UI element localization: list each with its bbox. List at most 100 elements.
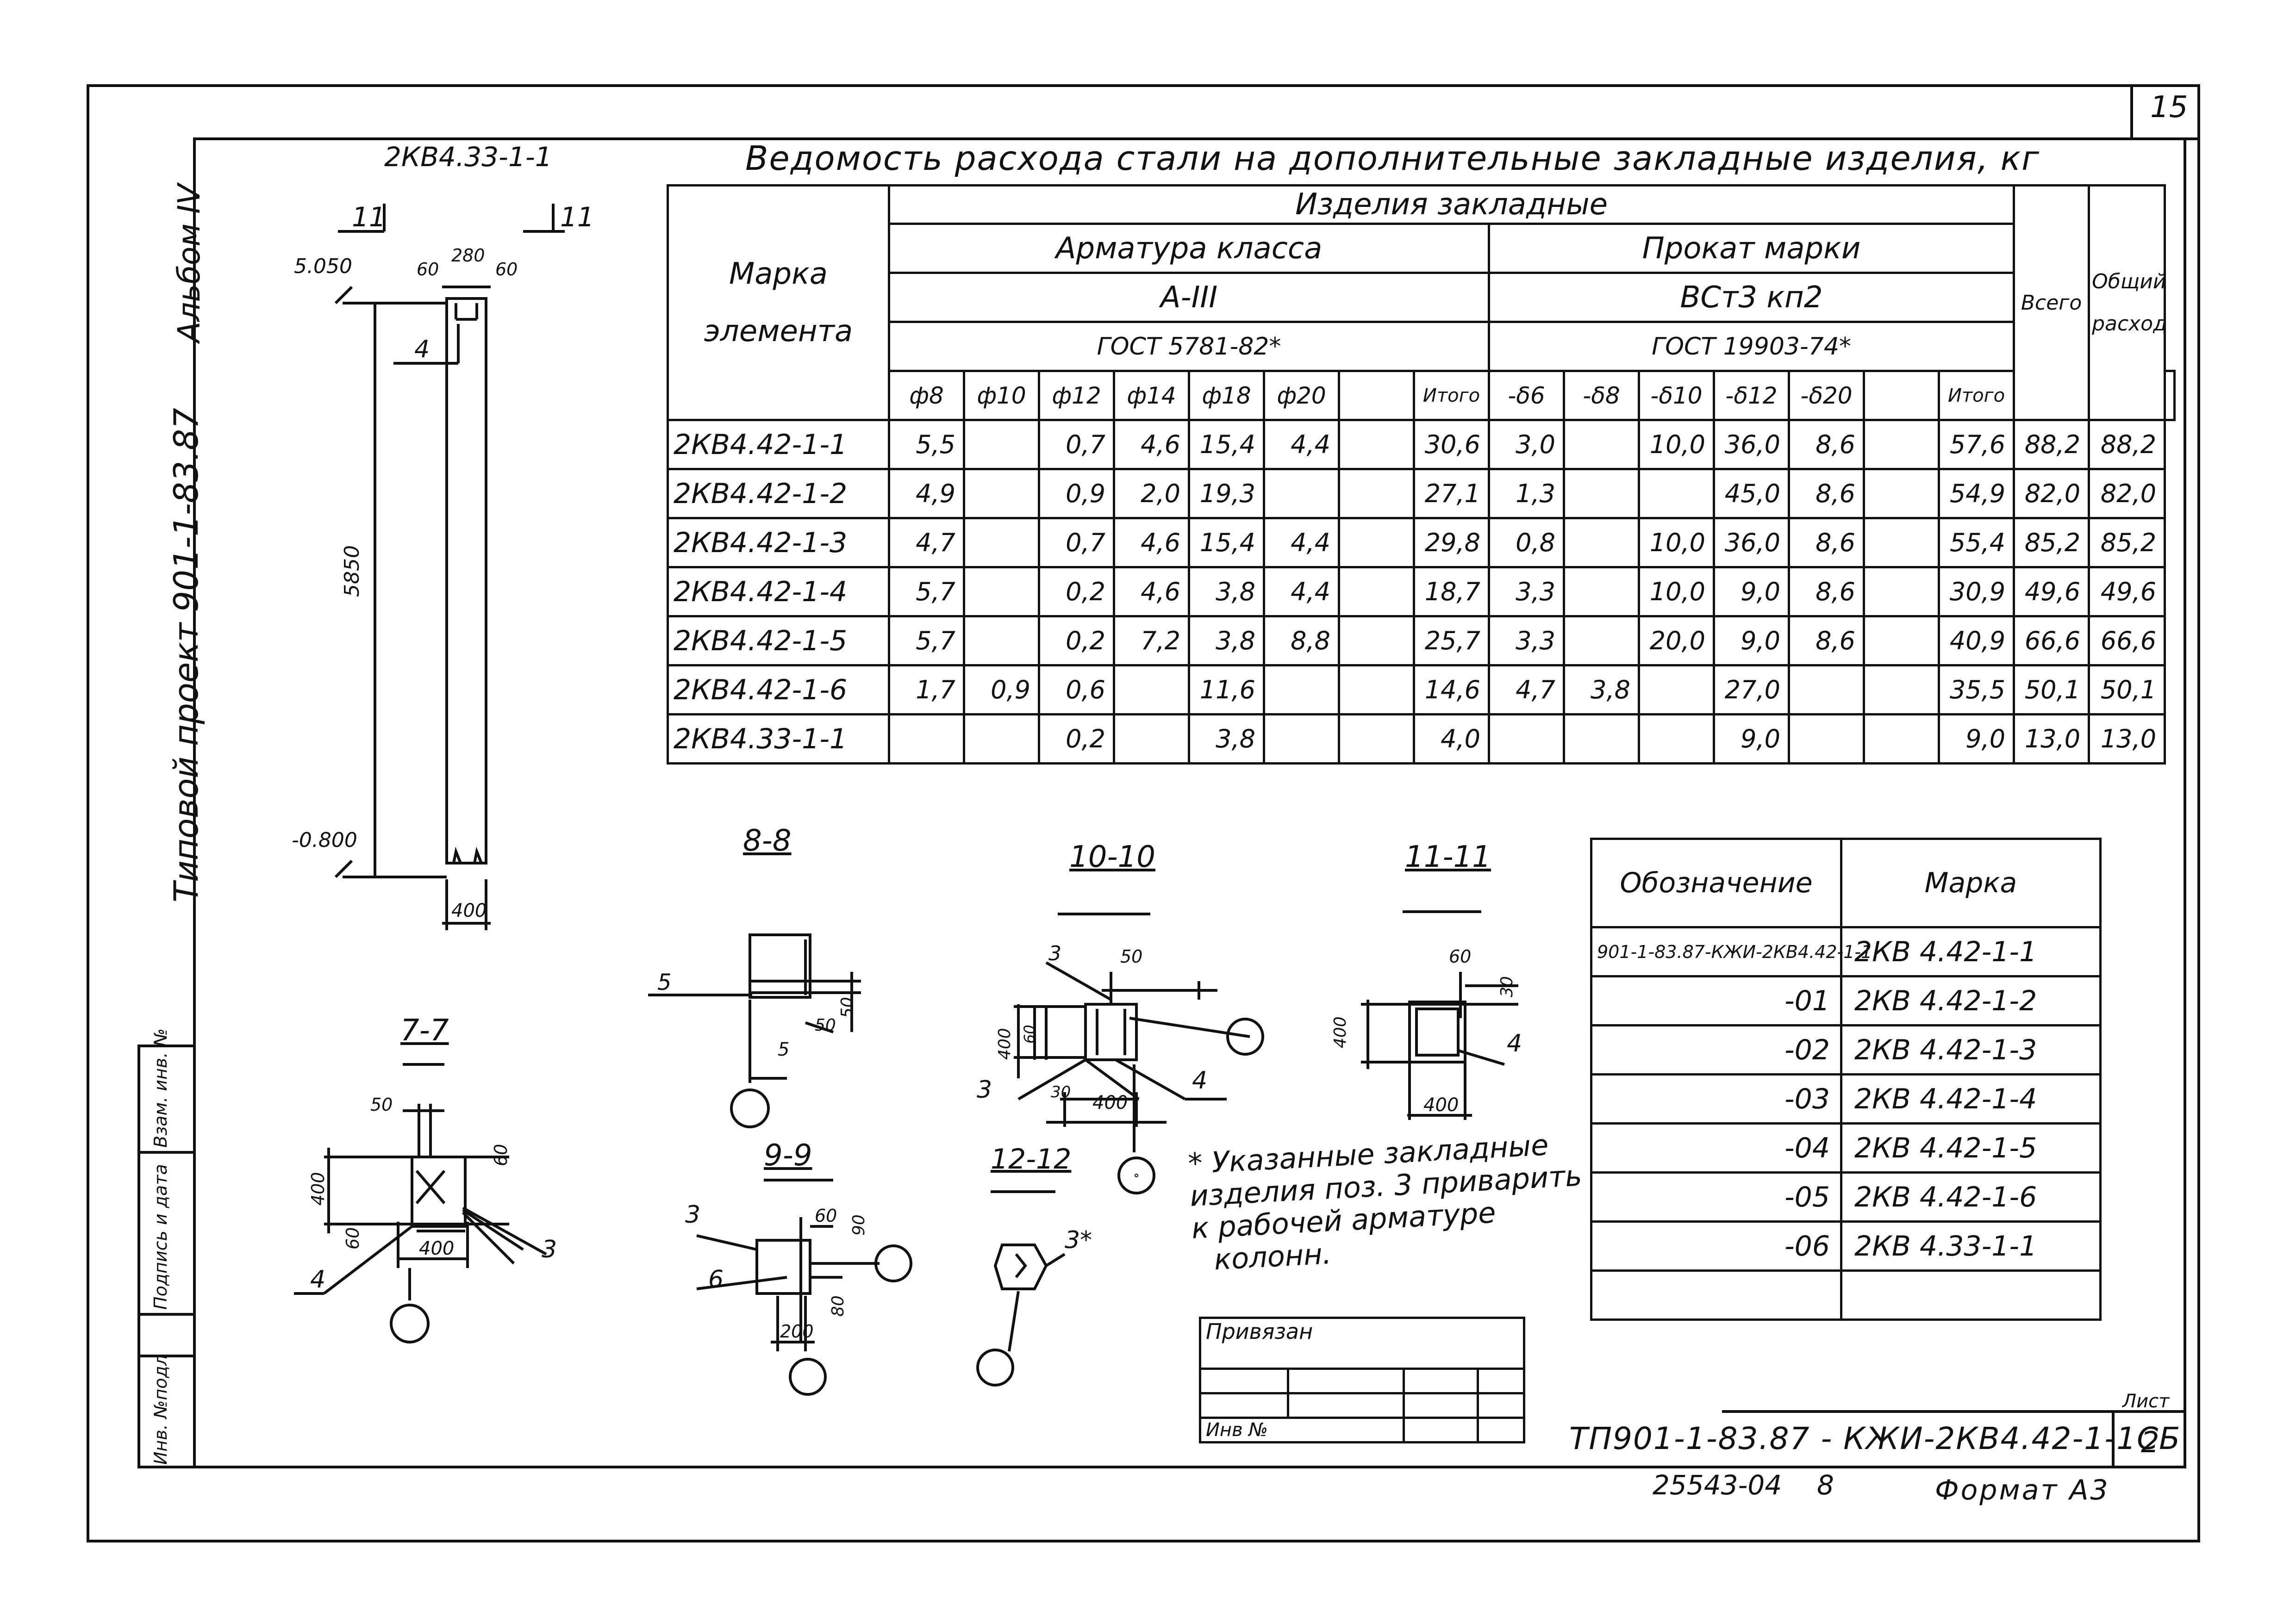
section-10-10-pos-3-bottom: 3 xyxy=(977,1076,992,1104)
sheet-title: Ведомость расхода стали на дополнительны… xyxy=(745,139,2040,178)
row-cell: 4,4 xyxy=(1263,566,1340,617)
marks-row-mark: 2КВ 4.42-1-5 xyxy=(1840,1122,2102,1174)
section-10-10-dim-60: 60 xyxy=(1021,1025,1038,1044)
elevation-pos-label: 4 xyxy=(414,336,430,363)
row-cell xyxy=(1863,713,1940,765)
section-10-10-dim-50: 50 xyxy=(1120,946,1143,967)
row-mark: 2КВ4.42-1-3 xyxy=(667,517,890,568)
marks-row-code: -06 xyxy=(1590,1220,1842,1272)
col-total-blank xyxy=(2164,370,2176,421)
binding-cell xyxy=(1403,1392,1479,1419)
row-cell xyxy=(1788,713,1865,765)
row-cell: 49,6 xyxy=(2013,566,2090,617)
header-grand-total: Общий расход xyxy=(2088,184,2167,421)
row-cell xyxy=(1338,615,1415,666)
archive-suffix: 8 xyxy=(1817,1469,1834,1501)
row-cell xyxy=(963,419,1040,470)
row-cell xyxy=(1338,517,1415,568)
row-cell: 30,9 xyxy=(1937,566,2015,617)
marks-row-mark: 2КВ 4.33-1-1 xyxy=(1840,1220,2102,1272)
section-9-9-dim-60: 60 xyxy=(815,1206,837,1226)
steel-consumption-table: Марка элемента Изделия закладные Всего О… xyxy=(667,184,2176,765)
col-empty-2 xyxy=(1863,370,1940,421)
row-mark: 2КВ4.42-1-2 xyxy=(667,468,890,519)
binding-cell xyxy=(1403,1417,1479,1443)
inv-label: Инв № xyxy=(1199,1417,1405,1443)
row-cell: 8,6 xyxy=(1788,517,1865,568)
page-number: 15 xyxy=(2150,90,2188,124)
binding-cell xyxy=(1476,1368,1526,1394)
row-cell: 11,6 xyxy=(1188,664,1265,715)
row-cell: 9,0 xyxy=(1713,615,1790,666)
row-cell: 13,0 xyxy=(2088,713,2166,765)
row-cell: 5,7 xyxy=(888,615,965,666)
section-12-12-pos-3: 3* xyxy=(1065,1226,1092,1254)
row-cell: 27,0 xyxy=(1713,664,1790,715)
column-elevation xyxy=(334,204,565,930)
stamp-column xyxy=(137,1045,196,1468)
row-cell xyxy=(1263,664,1340,715)
row-cell xyxy=(963,468,1040,519)
row-cell: 8,6 xyxy=(1788,419,1865,470)
col-rebar-subtotal: Итого xyxy=(1413,370,1490,421)
section-11-11-pos-4: 4 xyxy=(1507,1030,1522,1057)
sheet-number: 2 xyxy=(2141,1425,2159,1459)
row-cell: 14,6 xyxy=(1413,664,1490,715)
row-cell: 9,0 xyxy=(1713,713,1790,765)
col-d6: -δ6 xyxy=(1488,370,1565,421)
section-7-7-dim-400: 400 xyxy=(308,1172,328,1206)
header-mark: Марка элемента xyxy=(667,184,890,421)
row-cell: 66,6 xyxy=(2013,615,2090,666)
row-cell: 0,8 xyxy=(1488,517,1565,568)
row-cell: 49,6 xyxy=(2088,566,2166,617)
binding-cell xyxy=(1476,1392,1526,1419)
row-cell: 18,7 xyxy=(1413,566,1490,617)
row-cell xyxy=(1338,419,1415,470)
row-cell: 10,0 xyxy=(1638,419,1715,470)
row-cell: 50,1 xyxy=(2088,664,2166,715)
row-cell: 3,3 xyxy=(1488,566,1565,617)
row-cell xyxy=(1788,664,1865,715)
section-9-9-pos-6: 6 xyxy=(708,1266,724,1293)
row-cell: 5,7 xyxy=(888,566,965,617)
section-9-9-dim-200: 200 xyxy=(780,1321,814,1342)
row-cell xyxy=(1563,566,1640,617)
row-cell: 55,4 xyxy=(1937,517,2015,568)
row-cell: 54,9 xyxy=(1937,468,2015,519)
row-cell: 4,6 xyxy=(1113,517,1190,568)
section-11-11-dim-400-bottom: 400 xyxy=(1423,1094,1459,1116)
col-f18: ф18 xyxy=(1188,370,1265,421)
row-cell xyxy=(1338,664,1415,715)
row-cell: 4,0 xyxy=(1413,713,1490,765)
row-cell xyxy=(1563,517,1640,568)
row-cell xyxy=(1863,615,1940,666)
top-level-mark: 5.050 xyxy=(294,255,352,278)
section-7-7-pos-3: 3 xyxy=(542,1236,557,1263)
row-cell: 45,0 xyxy=(1713,468,1790,519)
row-mark: 2КВ4.42-1-5 xyxy=(667,615,890,666)
marks-table: Обозначение Марка 901-1-83.87-КЖИ-2КВ4.4… xyxy=(1590,838,2102,1321)
row-cell: 0,6 xyxy=(1038,664,1115,715)
section-10-10-dim-400: 400 xyxy=(995,1028,1014,1060)
row-cell: 0,2 xyxy=(1038,615,1115,666)
row-cell: 4,4 xyxy=(1263,419,1340,470)
row-cell xyxy=(1863,517,1940,568)
row-cell: 1,3 xyxy=(1488,468,1565,519)
height-dim: 5850 xyxy=(340,545,364,597)
row-cell xyxy=(1563,713,1640,765)
row-cell: 27,1 xyxy=(1413,468,1490,519)
marks-row-code: -05 xyxy=(1590,1171,1842,1223)
row-cell: 82,0 xyxy=(2013,468,2090,519)
binding-cell xyxy=(1199,1392,1289,1419)
row-cell: 0,2 xyxy=(1038,566,1115,617)
sheet-label: Лист xyxy=(2122,1391,2170,1412)
section-8-8-dim-50b: 50 xyxy=(815,1016,836,1035)
row-cell: 2,0 xyxy=(1113,468,1190,519)
row-cell: 85,2 xyxy=(2013,517,2090,568)
